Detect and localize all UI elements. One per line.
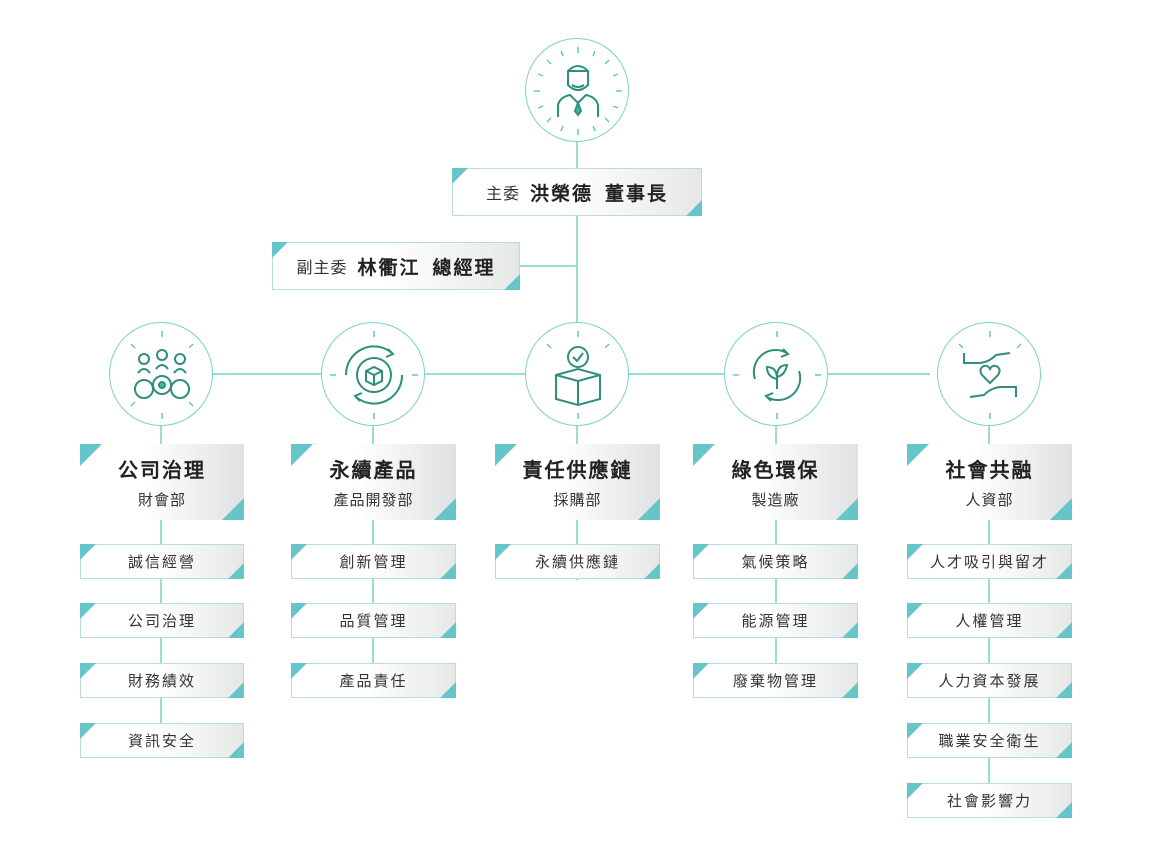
- dept-2-name: 責任供應鏈: [522, 458, 633, 482]
- dept-2-header: 責任供應鏈 採購部: [495, 444, 660, 520]
- dept-2-icon-circle: [525, 322, 629, 426]
- dept-4-header: 社會共融 人資部: [907, 444, 1072, 520]
- dept-3-icon-circle: [724, 322, 828, 426]
- gear-cube-cycle-icon: [330, 331, 418, 419]
- chair-name: 洪榮德: [529, 182, 593, 205]
- dept-4-icon-circle: [937, 322, 1041, 426]
- package-check-icon: [546, 331, 610, 419]
- chair-nameplate: 主委 洪榮德 董事長: [452, 168, 702, 216]
- chair-title: 董事長: [605, 182, 669, 205]
- item-box: 氣候策略: [693, 544, 858, 579]
- vice-title: 總經理: [432, 256, 496, 279]
- dept-3-unit: 製造廠: [751, 491, 800, 509]
- dept-0-icon-circle: [109, 322, 213, 426]
- item-box: 產品責任: [291, 663, 456, 698]
- item-label: 廢棄物管理: [732, 672, 818, 690]
- vice-name: 林衢江: [357, 256, 421, 279]
- item-label: 創新管理: [339, 553, 408, 571]
- dept-1-unit: 產品開發部: [333, 491, 414, 509]
- item-label: 氣候策略: [741, 553, 810, 571]
- item-label: 資訊安全: [127, 732, 196, 750]
- dept-3-name: 綠色環保: [731, 458, 820, 482]
- item-label: 品質管理: [339, 612, 408, 630]
- item-box: 人才吸引與留才: [907, 544, 1072, 579]
- businessman-icon: [534, 47, 622, 135]
- item-box: 職業安全衛生: [907, 723, 1072, 758]
- item-label: 永續供應鏈: [534, 553, 620, 571]
- dept-4-unit: 人資部: [965, 491, 1014, 509]
- item-box: 資訊安全: [80, 723, 244, 758]
- chairman-portrait-circle: [525, 38, 629, 142]
- dept-1-name: 永續產品: [329, 458, 418, 482]
- dept-1-header: 永續產品 產品開發部: [291, 444, 456, 520]
- dept-3-header: 綠色環保 製造廠: [693, 444, 858, 520]
- item-box: 人權管理: [907, 603, 1072, 638]
- item-box: 誠信經營: [80, 544, 244, 579]
- item-box: 廢棄物管理: [693, 663, 858, 698]
- dept-0-header: 公司治理 財會部: [80, 444, 244, 520]
- item-box: 財務績效: [80, 663, 244, 698]
- item-box: 創新管理: [291, 544, 456, 579]
- item-box: 社會影響力: [907, 783, 1072, 818]
- dept-4-name: 社會共融: [945, 458, 1034, 482]
- item-label: 誠信經營: [127, 553, 196, 571]
- item-label: 財務績效: [127, 672, 196, 690]
- item-label: 產品責任: [339, 672, 408, 690]
- dept-0-unit: 財會部: [137, 491, 186, 509]
- item-box: 公司治理: [80, 603, 244, 638]
- item-label: 公司治理: [127, 612, 196, 630]
- item-label: 人才吸引與留才: [929, 553, 1049, 571]
- chair-role: 主委: [485, 184, 520, 203]
- leaf-recycle-icon: [733, 331, 821, 419]
- gears-team-icon: [130, 331, 194, 419]
- vice-chair-nameplate: 副主委 林衢江 總經理: [272, 242, 520, 290]
- dept-1-icon-circle: [321, 322, 425, 426]
- hands-heart-icon: [958, 331, 1022, 419]
- item-label: 能源管理: [741, 612, 810, 630]
- dept-2-unit: 採購部: [553, 491, 602, 509]
- item-box: 人力資本發展: [907, 663, 1072, 698]
- item-label: 社會影響力: [946, 792, 1032, 810]
- item-box: 能源管理: [693, 603, 858, 638]
- item-label: 職業安全衛生: [938, 732, 1041, 750]
- dept-0-name: 公司治理: [118, 458, 206, 482]
- item-label: 人權管理: [955, 612, 1024, 630]
- vice-role: 副主委: [296, 258, 348, 277]
- item-box: 永續供應鏈: [495, 544, 660, 579]
- item-box: 品質管理: [291, 603, 456, 638]
- item-label: 人力資本發展: [938, 672, 1041, 690]
